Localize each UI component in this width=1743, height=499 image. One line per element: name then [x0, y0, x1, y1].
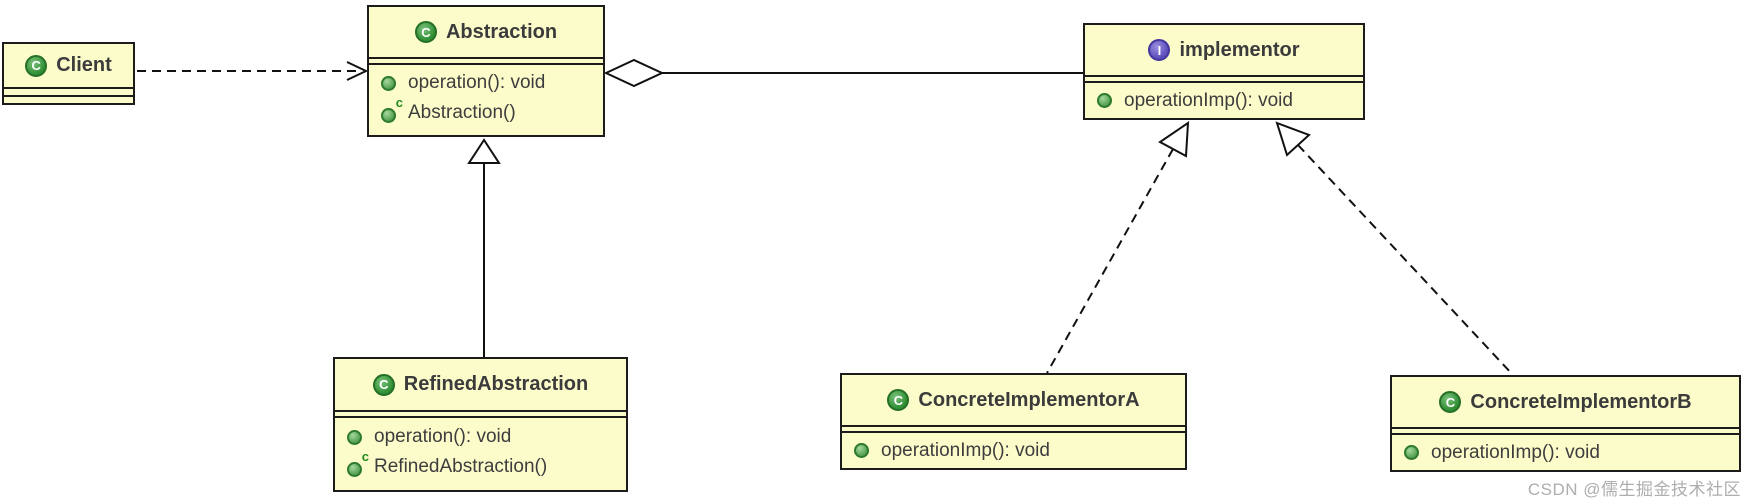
class-icon: C [25, 54, 48, 77]
realization-arrow-concrete-b-to-implementor [1275, 121, 1514, 376]
class-box-concrete-implementor-b[interactable]: C ConcreteImplementorB operationImp(): v… [1390, 375, 1741, 472]
constructor-icon: c [381, 96, 403, 123]
interface-header-implementor: I implementor [1085, 25, 1363, 75]
member-operation: operation(): void [347, 426, 614, 448]
member-operation: operationImp(): void [1097, 90, 1351, 112]
members-list: operationImp(): void [842, 433, 1185, 468]
member-label: Abstraction() [408, 102, 516, 123]
member-label: RefinedAbstraction() [374, 456, 548, 477]
class-header-abstraction: C Abstraction [369, 7, 603, 57]
empty-fields-compartment [4, 87, 133, 95]
class-box-refined-abstraction[interactable]: C RefinedAbstraction operation(): void c… [333, 357, 628, 492]
hollow-triangle-icon [1158, 121, 1190, 158]
member-label: operation(): void [408, 72, 546, 93]
hollow-triangle-icon [467, 138, 501, 164]
class-name: RefinedAbstraction [403, 373, 589, 395]
member-label: operationImp(): void [1124, 89, 1293, 111]
dependency-arrow-client-to-abstraction [137, 61, 369, 81]
members-list: operation(): void c Abstraction() [369, 65, 603, 131]
class-icon: C [887, 389, 910, 411]
public-method-icon [854, 443, 869, 458]
generalization-arrow-refined-to-abstraction [467, 138, 501, 357]
aggregation-link-abstraction-to-implementor [603, 58, 1083, 88]
class-header-client: C Client [4, 44, 133, 87]
public-method-icon [347, 429, 362, 445]
interface-box-implementor[interactable]: I implementor operationImp(): void [1083, 23, 1365, 120]
csdn-watermark: CSDN @儒生掘金技术社区 [1527, 480, 1741, 499]
hollow-triangle-icon [1275, 121, 1311, 157]
interface-name: implementor [1179, 38, 1300, 61]
member-constructor: c Abstraction() [381, 96, 591, 124]
empty-methods-compartment [4, 95, 133, 103]
constructor-icon: c [347, 450, 369, 477]
member-label: operationImp(): void [881, 439, 1050, 461]
class-header-concrete-implementor-a: C ConcreteImplementorA [842, 375, 1185, 425]
class-box-abstraction[interactable]: C Abstraction operation(): void c Abstra… [367, 5, 605, 137]
members-list: operationImp(): void [1392, 435, 1739, 470]
compartment-separator [369, 57, 603, 65]
realization-arrow-concrete-a-to-implementor [1046, 121, 1190, 374]
members-list: operationImp(): void [1085, 83, 1363, 118]
member-label: operation(): void [374, 426, 512, 447]
member-operation: operation(): void [381, 72, 591, 94]
member-operation: operationImp(): void [854, 440, 1173, 462]
member-operation: operationImp(): void [1404, 442, 1727, 464]
hollow-diamond-icon [603, 58, 665, 88]
class-name: ConcreteImplementorA [918, 388, 1140, 411]
class-header-concrete-implementor-b: C ConcreteImplementorB [1392, 377, 1739, 427]
class-box-concrete-implementor-a[interactable]: C ConcreteImplementorA operationImp(): v… [840, 373, 1187, 470]
class-name: Abstraction [445, 20, 558, 43]
class-icon: C [372, 373, 395, 396]
class-name: ConcreteImplementorB [1470, 390, 1692, 413]
member-label: operationImp(): void [1431, 441, 1600, 463]
compartment-separator [1392, 427, 1739, 435]
class-name: Client [56, 54, 112, 76]
member-constructor: c RefinedAbstraction() [347, 450, 614, 478]
class-icon: C [1439, 391, 1462, 413]
compartment-separator [335, 410, 626, 418]
compartment-separator [842, 425, 1185, 433]
compartment-separator [1085, 75, 1363, 83]
class-box-client[interactable]: C Client [2, 42, 135, 105]
public-method-icon [1404, 445, 1419, 460]
class-header-refined-abstraction: C RefinedAbstraction [335, 359, 626, 410]
interface-icon: I [1148, 39, 1171, 61]
public-method-icon [1097, 93, 1112, 108]
members-list: operation(): void c RefinedAbstraction() [335, 418, 626, 486]
class-icon: C [414, 21, 437, 43]
public-method-icon [381, 75, 396, 91]
